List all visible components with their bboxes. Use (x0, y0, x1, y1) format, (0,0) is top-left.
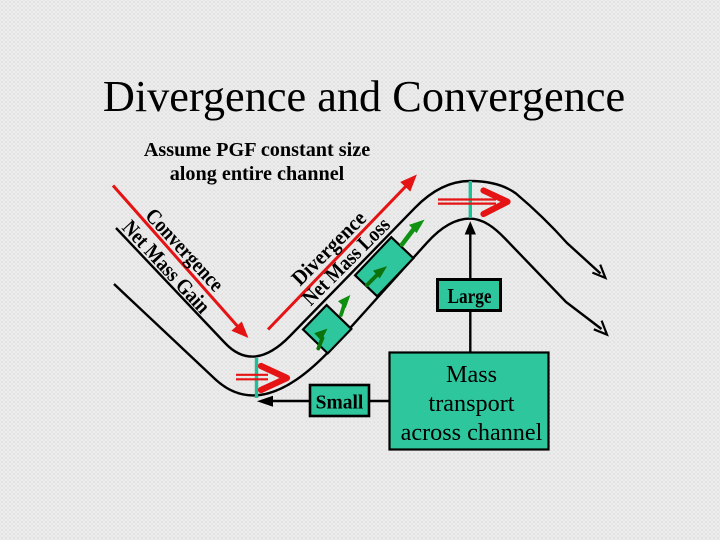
svg-text:transport: transport (429, 390, 515, 417)
svg-text:across channel: across channel (401, 419, 543, 446)
svg-text:Mass: Mass (446, 361, 497, 388)
svg-text:Small: Small (316, 393, 364, 414)
svg-text:Large: Large (448, 284, 492, 308)
